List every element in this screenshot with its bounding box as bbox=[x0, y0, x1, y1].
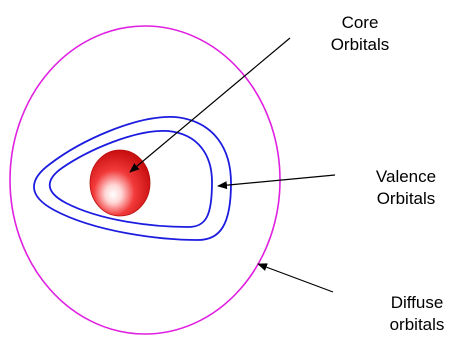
core-orbitals-arrow bbox=[129, 37, 291, 173]
valence-orbital-inner-contour bbox=[48, 130, 213, 228]
diffuse-orbitals-label-line2: orbitals bbox=[389, 315, 445, 334]
core-orbitals-label: Core Orbitals bbox=[320, 12, 400, 56]
valence-orbital-outer-contour bbox=[33, 116, 232, 241]
valence-orbitals-arrow bbox=[217, 174, 336, 190]
valence-orbitals-label-line1: Valence bbox=[375, 167, 437, 186]
core-orbitals-label-line2: Orbitals bbox=[330, 35, 390, 54]
core-orbitals-label-line1: Core bbox=[341, 13, 379, 32]
valence-orbitals-label: Valence Orbitals bbox=[360, 166, 452, 210]
diffuse-orbitals-label: Diffuse orbitals bbox=[378, 292, 456, 336]
core-orbital-sphere bbox=[89, 149, 151, 217]
diffuse-orbitals-arrow bbox=[257, 263, 334, 293]
valence-orbitals-label-line2: Orbitals bbox=[376, 189, 436, 208]
diffuse-orbitals-label-line1: Diffuse bbox=[390, 293, 444, 312]
